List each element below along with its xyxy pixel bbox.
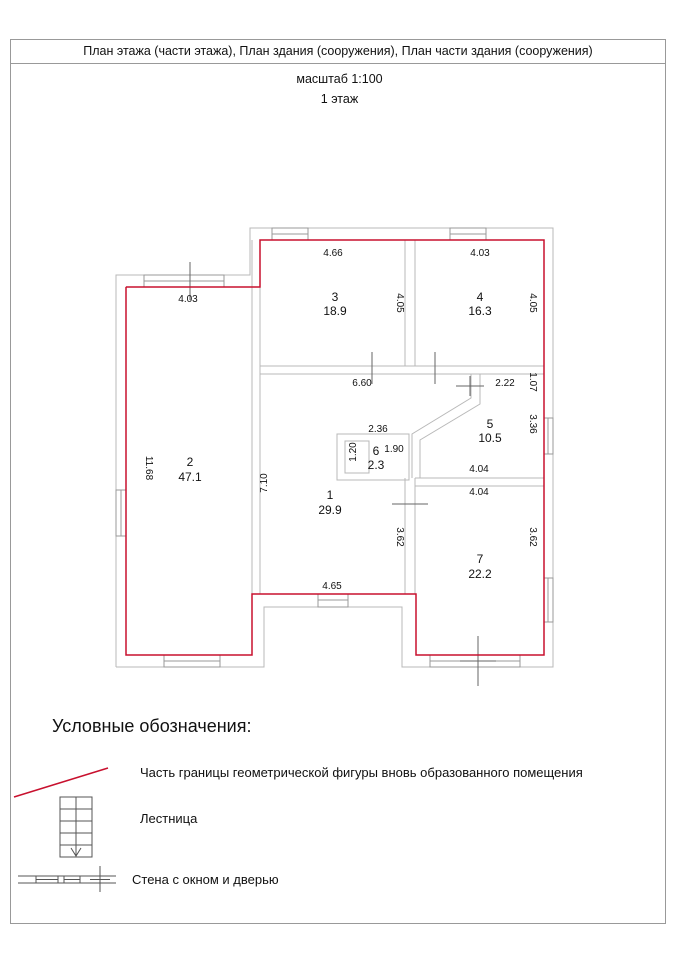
legend-wall-label: Стена с окном и дверью: [132, 872, 279, 887]
dim-room2-top: 4.03: [178, 294, 198, 305]
room-5-area: 10.5: [478, 431, 502, 445]
room-6-number: 6: [373, 444, 380, 458]
legend-boundary-label: Часть границы геометрической фигуры внов…: [140, 765, 583, 780]
door-markers: [189, 262, 496, 686]
dim-room4-top: 4.03: [470, 248, 490, 259]
room-labels: 2 47.1 3 18.9 4 16.3 1 29.9 5 10.5 6 2.3…: [178, 290, 502, 581]
room-1-area: 29.9: [318, 503, 342, 517]
room-3-number: 3: [332, 290, 339, 304]
dim-room7-top: 4.04: [469, 487, 489, 498]
dim-room6-right: 1.90: [384, 444, 404, 455]
dim-room5-side-upper: 1.07: [527, 372, 538, 392]
dim-room7-side: 3.62: [527, 527, 538, 547]
plan-floor-label: 1 этаж: [320, 92, 359, 106]
dim-room6-top: 2.36: [368, 424, 388, 435]
legend-stairs-label: Лестница: [140, 811, 198, 826]
dim-room5-top: 2.22: [495, 378, 515, 389]
dim-room1-lower-side: 3.62: [394, 527, 405, 547]
room-7-number: 7: [477, 552, 484, 566]
plan-header-title: План этажа (части этажа), План здания (с…: [10, 39, 666, 64]
dim-room3-side: 4.05: [394, 293, 405, 313]
dim-room5-side: 3.36: [527, 414, 538, 434]
room-4-number: 4: [477, 290, 484, 304]
dimension-labels: 4.03 11.68 4.66 4.05 4.03 4.05 6.60 7.10…: [143, 248, 538, 592]
room-2-area: 47.1: [178, 470, 202, 484]
legend-title: Условные обозначения:: [52, 716, 252, 736]
room-4-area: 16.3: [468, 304, 492, 318]
dim-room6-left: 1.20: [348, 442, 359, 462]
room-5-number: 5: [487, 417, 494, 431]
legend-wall-icon: [18, 866, 116, 892]
room-1-number: 1: [327, 488, 334, 502]
dim-room3-top: 4.66: [323, 248, 343, 259]
dim-room1-top: 6.60: [352, 378, 372, 389]
dim-room5-bottom: 4.04: [469, 464, 489, 475]
windows: [115, 227, 554, 668]
dim-room1-bottom: 4.65: [322, 581, 342, 592]
legend-boundary-symbol: [13, 767, 109, 798]
dim-room2-side: 11.68: [143, 456, 154, 481]
room-2-number: 2: [187, 455, 194, 469]
plan-scale: масштаб 1:100: [296, 72, 383, 86]
dim-room1-side: 7.10: [259, 473, 270, 493]
dim-room4-side: 4.05: [527, 293, 538, 313]
drawing-frame: [10, 39, 666, 924]
room-6-area: 2.3: [368, 458, 385, 472]
legend-stairs-icon: [59, 796, 93, 858]
new-premises-boundary: [125, 239, 545, 656]
interior-walls: [251, 240, 544, 594]
room-7-area: 22.2: [468, 567, 492, 581]
room-3-area: 18.9: [323, 304, 347, 318]
